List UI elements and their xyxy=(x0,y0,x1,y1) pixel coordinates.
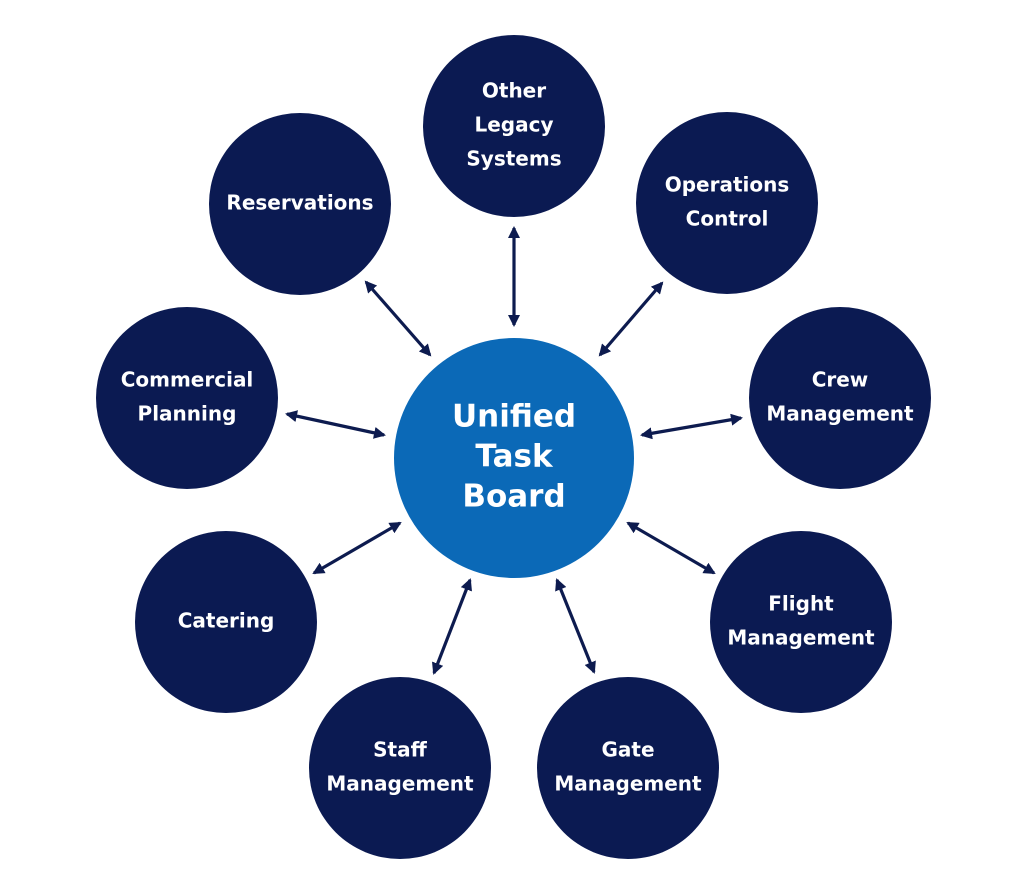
double-arrow-icon xyxy=(364,280,432,357)
node-label-line-1: Other xyxy=(482,79,546,103)
node-circle xyxy=(209,113,391,295)
node-catering: Catering xyxy=(135,531,317,713)
node-circle xyxy=(423,35,605,217)
node-circle xyxy=(749,307,931,489)
connector-flight-management xyxy=(626,521,716,575)
connector-commercial-planning xyxy=(285,410,386,439)
connector-reservations xyxy=(364,280,432,357)
center-label-line-2: Task xyxy=(475,439,554,475)
connector-operations-control xyxy=(598,281,664,357)
node-circle xyxy=(537,677,719,859)
connector-catering xyxy=(312,521,402,575)
node-circle xyxy=(710,531,892,713)
node-label-line-1: Operations xyxy=(665,173,790,197)
double-arrow-icon xyxy=(432,578,472,675)
node-label-line-1: Crew xyxy=(812,368,869,392)
double-arrow-icon xyxy=(640,413,743,440)
node-label-line-2: Management xyxy=(766,402,914,426)
node-label-line-2: Legacy xyxy=(474,113,553,137)
connectors xyxy=(285,226,743,675)
node-label-line-1: Reservations xyxy=(226,191,373,215)
node-label-line-1: Flight xyxy=(768,592,834,616)
node-label-line-2: Management xyxy=(554,772,702,796)
connector-crew-management xyxy=(640,413,743,440)
node-label-line-1: Commercial xyxy=(121,368,254,392)
center-label-line-3: Board xyxy=(462,479,565,515)
node-label-line-2: Management xyxy=(727,626,875,650)
node-circle xyxy=(135,531,317,713)
double-arrow-icon xyxy=(626,521,716,575)
nodes: OtherLegacySystemsOperationsControlCrewM… xyxy=(96,35,931,859)
node-circle xyxy=(96,307,278,489)
double-arrow-icon xyxy=(312,521,402,575)
node-label-line-3: Systems xyxy=(466,147,561,171)
double-arrow-icon xyxy=(598,281,664,357)
node-label-line-1: Staff xyxy=(373,738,427,762)
node-label-line-2: Planning xyxy=(138,402,237,426)
center-label-line-1: Unified xyxy=(452,399,576,435)
connector-gate-management xyxy=(555,578,596,674)
node-label-line-2: Management xyxy=(326,772,474,796)
node-circle xyxy=(309,677,491,859)
node-label-line-1: Gate xyxy=(601,738,654,762)
connector-staff-management xyxy=(432,578,472,675)
node-label-line-1: Catering xyxy=(178,609,275,633)
node-label-line-2: Control xyxy=(686,207,769,231)
double-arrow-icon xyxy=(555,578,596,674)
node-reservations: Reservations xyxy=(209,113,391,295)
node-circle xyxy=(636,112,818,294)
center-circle xyxy=(394,338,634,578)
double-arrow-icon xyxy=(285,410,386,439)
